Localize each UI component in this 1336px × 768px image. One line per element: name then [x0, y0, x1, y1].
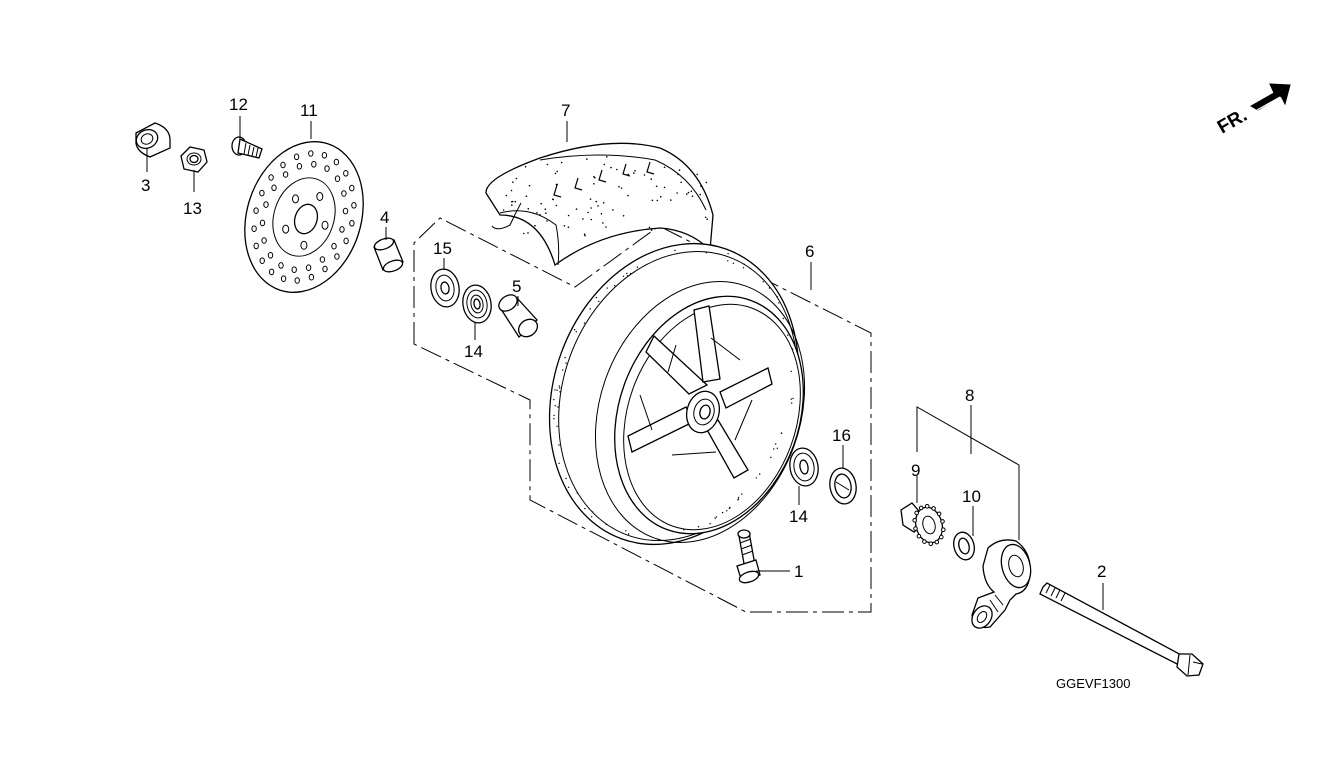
callout-6: 6: [805, 242, 814, 261]
spacer-part-4: [373, 237, 404, 273]
collar-part-3: [135, 122, 171, 158]
callout-9: 9: [911, 461, 920, 480]
tire-part-7: [485, 142, 714, 267]
callout-3: 3: [141, 176, 150, 195]
callout-8: 8: [965, 386, 974, 405]
bolt-part-12: [231, 136, 263, 159]
wheel-rim-part-6: [548, 242, 806, 546]
callout-10: 10: [962, 487, 981, 506]
callout-5: 5: [512, 277, 521, 296]
dust-seal-part-16: [829, 467, 857, 505]
callout-11: 11: [300, 101, 318, 120]
front-direction-arrow-icon: [1249, 83, 1291, 111]
nut-part-13: [180, 146, 208, 173]
callout-4: 4: [380, 208, 389, 227]
gearbox-group-bracket: [916, 406, 1020, 540]
callout-labels: 1 2 3 4 5 6 7 8 9 10 11 12 13 14 14 15 1…: [141, 95, 1106, 581]
wheel-assembly-outline: [413, 217, 872, 613]
callout-7: 7: [561, 101, 570, 120]
speedometer-gear-part-9: [900, 502, 946, 547]
callout-1: 1: [794, 562, 803, 581]
front-direction-label: FR.: [1214, 105, 1251, 138]
tire-valve-part-1: [736, 529, 761, 584]
callout-13: 13: [183, 199, 202, 218]
speedometer-gearbox-part-8: [971, 539, 1032, 629]
callout-15: 15: [433, 239, 452, 258]
callout-12: 12: [229, 95, 248, 114]
callout-16: 16: [832, 426, 851, 445]
callout-14-left: 14: [464, 342, 483, 361]
brake-disc-part-11: [244, 141, 364, 293]
figure-code: GGEVF1300: [1056, 676, 1130, 691]
bearing-part-14-right: [789, 447, 819, 487]
washer-part-10: [953, 531, 975, 561]
distance-collar-part-5: [498, 294, 539, 339]
callout-14-right: 14: [789, 507, 808, 526]
dust-seal-part-15: [430, 268, 460, 308]
bearing-part-14-left: [462, 284, 492, 324]
callout-2: 2: [1097, 562, 1106, 581]
axle-bolt-part-2: [1039, 582, 1204, 677]
leader-lines: [146, 116, 1104, 610]
